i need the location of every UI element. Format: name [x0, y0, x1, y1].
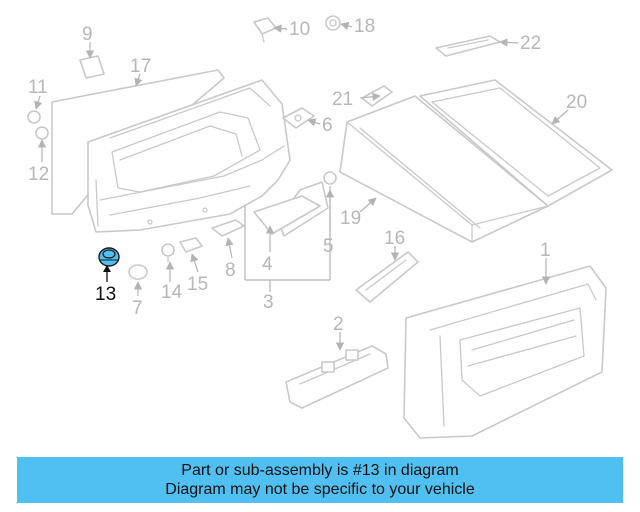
callout-20: 20 — [566, 92, 587, 113]
callout-14: 14 — [161, 282, 183, 303]
callout-18: 18 — [354, 16, 375, 37]
part-14-grommet — [161, 243, 175, 263]
callout-6: 6 — [322, 115, 333, 136]
callout-19: 19 — [340, 208, 361, 229]
parts-diagram: 9 17 11 12 10 18 22 21 6 20 19 16 1 2 8 … — [27, 15, 613, 439]
callout-12: 12 — [28, 164, 49, 185]
part-15-grommet — [179, 237, 203, 253]
callout-16: 16 — [384, 228, 405, 249]
callout-21: 21 — [332, 89, 353, 110]
callout-13[interactable]: 13 — [95, 284, 116, 305]
part-8-lens — [211, 219, 245, 237]
callout-7: 7 — [132, 298, 143, 319]
banner-line-1: Part or sub-assembly is #13 in diagram — [181, 462, 459, 479]
callout-10: 10 — [289, 19, 310, 40]
part-16-seal — [355, 251, 419, 303]
part-13-highlighted-fastener[interactable] — [98, 247, 120, 267]
part-2-bracket-assembly — [285, 345, 389, 409]
part-22-rail — [435, 35, 501, 57]
callout-leaders — [34, 21, 569, 351]
part-7-cap — [128, 264, 148, 280]
callout-22: 22 — [520, 33, 541, 54]
callout-15: 15 — [187, 274, 208, 295]
part-10-clip — [253, 17, 277, 43]
callout-11: 11 — [28, 77, 48, 98]
callout-1: 1 — [540, 240, 551, 261]
part-19-cargo-floor-panel — [339, 95, 549, 243]
part-9-clip — [79, 55, 105, 79]
part-6-bracket — [282, 107, 315, 129]
callout-8: 8 — [225, 260, 236, 281]
callout-leader-13 — [103, 265, 111, 282]
callout-2: 2 — [333, 314, 344, 335]
part-1-lower-quarter-trim — [403, 265, 607, 439]
banner-line-2: Diagram may not be specific to your vehi… — [165, 481, 475, 498]
callout-9: 9 — [82, 24, 93, 45]
callout-5: 5 — [323, 236, 334, 257]
part-20-rear-panel — [419, 79, 613, 207]
info-banner: Part or sub-assembly is #13 in diagram D… — [17, 457, 623, 503]
callout-17: 17 — [130, 56, 151, 77]
part-17-quarter-trim-panel — [51, 69, 291, 233]
callout-4: 4 — [262, 254, 273, 275]
part-11-fastener — [27, 110, 41, 124]
callout-3: 3 — [263, 292, 274, 313]
part-18-clip — [325, 15, 341, 31]
